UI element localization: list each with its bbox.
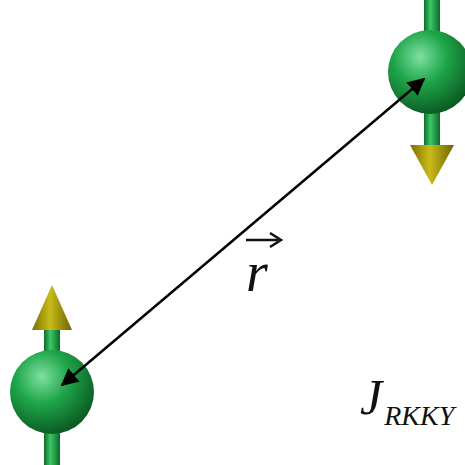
coupling-symbol: J xyxy=(360,372,382,422)
spin-down xyxy=(388,0,465,185)
distance-arrow xyxy=(62,79,424,385)
spin-up xyxy=(10,285,94,465)
vector-symbol: r xyxy=(246,244,268,300)
coupling-subscript: RKKY xyxy=(384,402,454,430)
